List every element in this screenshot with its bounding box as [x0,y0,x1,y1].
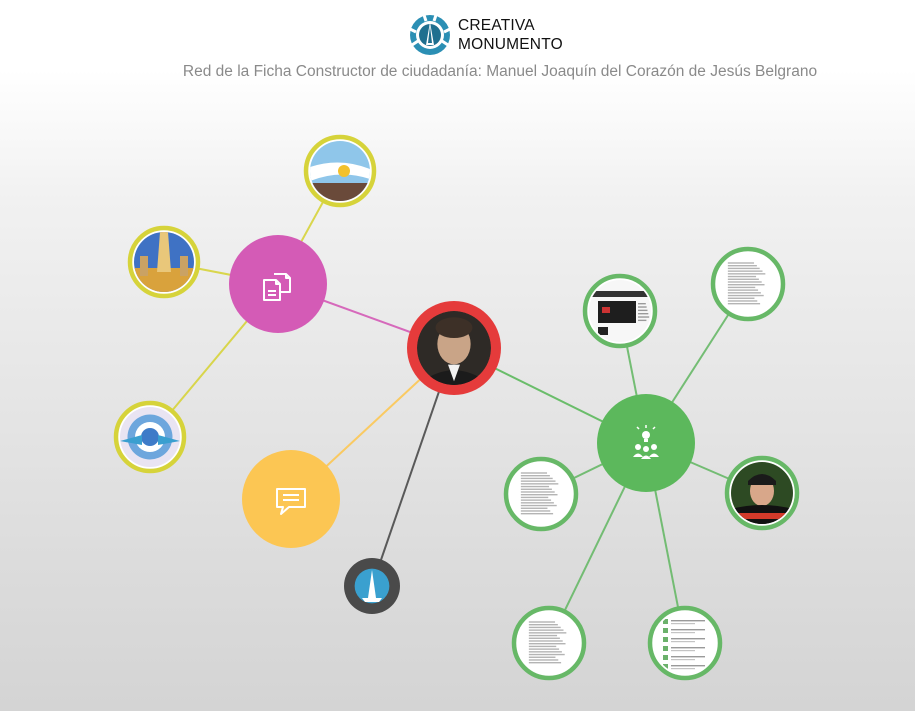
text-document-node-1[interactable] [710,246,786,322]
text-page-thumbnail [510,463,572,525]
text-document-node-2[interactable] [503,456,579,532]
nodes-layer [113,134,800,681]
flag-photo-node[interactable] [303,134,377,213]
person-photo-image [731,462,793,524]
logo-text-line-1: CREATIVA [458,17,535,34]
text-document-node-3[interactable] [511,605,587,681]
portrait-image [417,311,491,385]
logo-text-line-2: MONUMENTO [458,36,563,53]
chat-bubble-icon [276,488,306,515]
person-photo-node[interactable] [724,455,800,531]
argentine-flag-image [310,141,370,201]
ideas-hub-node[interactable] [597,394,695,492]
list-page-thumbnail [654,612,716,674]
webpage-thumbnail [589,280,651,342]
logo-emblem-icon [409,14,451,55]
text-page-thumbnail [717,253,779,315]
comments-hub-node[interactable] [242,450,340,548]
page-subtitle: Red de la Ficha Constructor de ciudadaní… [182,63,818,80]
ideas-circle [597,394,695,492]
monument-node[interactable] [344,558,400,614]
documents-hub-node[interactable] [229,235,327,333]
text-list-node[interactable] [647,605,723,681]
cockade-photo-node[interactable] [113,400,187,474]
creativa-monumento-logo: CREATIVA MONUMENTO [409,14,563,55]
monument-photo-node[interactable] [127,225,201,299]
lightbulb-people-icon [633,425,659,459]
documents-icon [263,273,291,301]
website-screenshot-node[interactable] [582,273,658,349]
belgrano-portrait-node[interactable] [407,301,501,395]
text-page-thumbnail [518,612,580,674]
monument-icon [354,568,390,604]
cockade-image [120,407,180,467]
